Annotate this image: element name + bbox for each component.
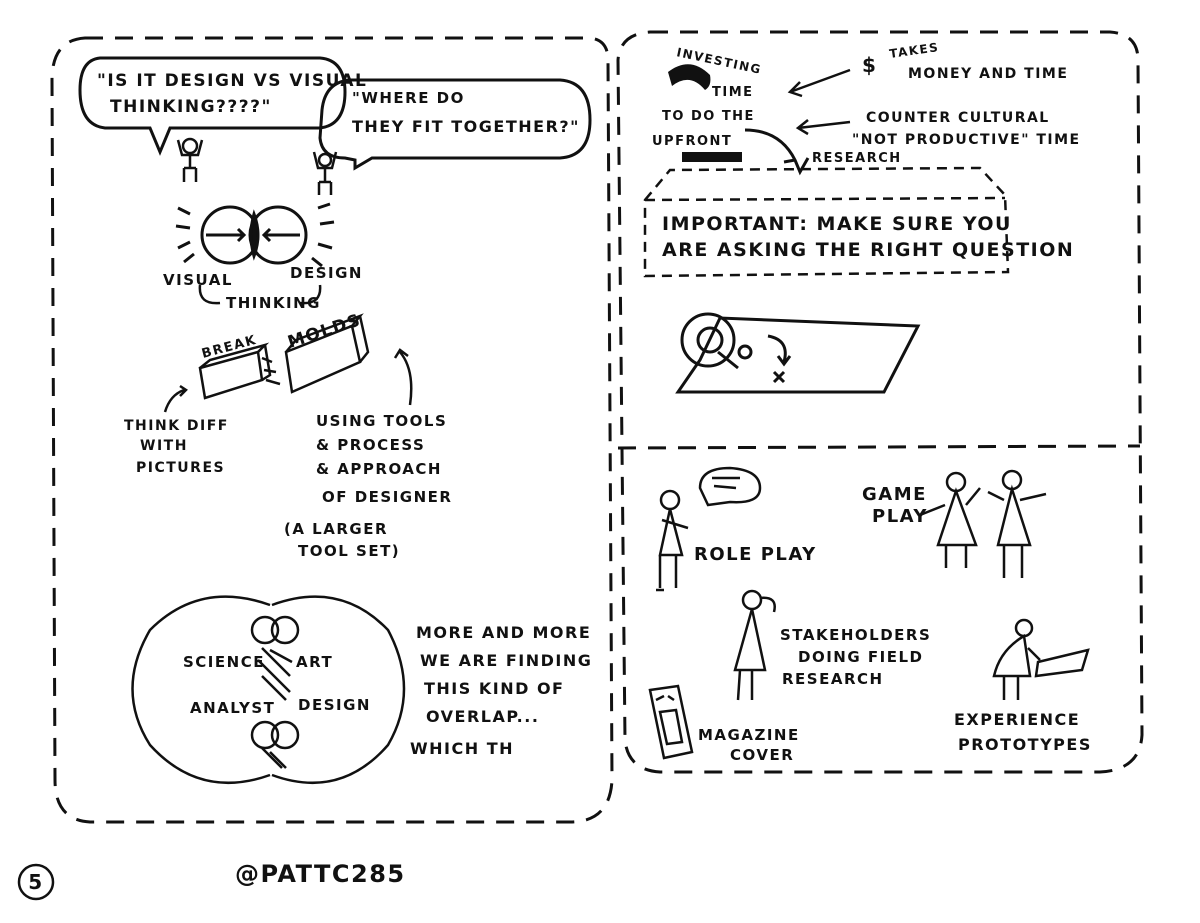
more-line1: MORE AND MORE (416, 623, 591, 642)
not-productive-label: "NOT PRODUCTIVE" TIME (852, 132, 1081, 148)
stick-figure-2-icon (312, 151, 338, 195)
bubble2-line1: "WHERE DO (352, 89, 465, 107)
author-handle: @PATTC285 (235, 860, 406, 888)
experience-line2: PROTOTYPES (958, 735, 1092, 754)
overlap-art: ART (296, 653, 333, 671)
think-diff-line3: PICTURES (136, 460, 225, 476)
upfront-label: UPFRONT (652, 134, 732, 149)
using-tools-line3: & APPROACH (316, 460, 442, 478)
more-line2: WE ARE FINDING (420, 651, 592, 670)
bubble1-line2: THINKING????" (110, 97, 272, 117)
research-arrow-icon (744, 128, 810, 176)
money-arrow-icon (787, 68, 851, 98)
time-label: TIME (712, 85, 754, 100)
left-panel-dashed-border (50, 36, 614, 824)
stakeholders-line2: DOING FIELD (798, 648, 923, 666)
prototype-figure-icon (992, 618, 1090, 700)
experience-line1: EXPERIENCE (954, 710, 1080, 729)
role-play-figure-icon (656, 466, 762, 592)
hourglass-icon (668, 64, 711, 90)
magazine-cover-icon (648, 684, 694, 760)
speech-bubble-1 (78, 56, 347, 156)
overlap-science: SCIENCE (183, 653, 265, 671)
thinking-brace (198, 284, 322, 305)
more-line5: WHICH TH (410, 739, 514, 758)
dollar-sign: $ (862, 53, 877, 77)
more-line4: OVERLAP... (426, 707, 539, 726)
stakeholders-line1: STAKEHOLDERS (780, 626, 931, 644)
venn-label-design: DESIGN (290, 264, 363, 282)
larger-toolset-line2: TOOL SET) (298, 542, 400, 560)
research-label: RESEARCH (812, 151, 902, 166)
break-label: BREAK (200, 333, 258, 362)
right-panel-dashed-border (616, 30, 1144, 774)
game-play-line2: PLAY (872, 506, 928, 527)
overlap-design: DESIGN (298, 696, 371, 714)
redacted-bar-icon (682, 152, 742, 162)
important-line2: ARE ASKING THE RIGHT QUESTION (662, 239, 1074, 261)
stakeholders-line3: RESEARCH (782, 670, 884, 688)
think-diff-line1: THINK DIFF (124, 418, 229, 434)
more-line3: THIS KIND OF (424, 679, 564, 698)
using-tools-line4: OF DESIGNER (322, 488, 452, 506)
stakeholder-figure-icon (733, 589, 776, 701)
think-diff-line2: WITH (140, 438, 188, 454)
footer: 5 @PATTC285 (17, 860, 406, 901)
using-tools-line1: USING TOOLS (316, 412, 447, 430)
left-panel: "IS IT DESIGN VS VISUAL THINKING????" "W… (50, 36, 614, 824)
money-time-label: MONEY AND TIME (908, 66, 1068, 82)
counter-cultural-label: COUNTER CULTURAL (866, 110, 1050, 126)
counter-arrow-icon (795, 119, 851, 136)
page-number: 5 (28, 870, 43, 894)
page-number-circle (17, 863, 55, 901)
using-tools-line2: & PROCESS (316, 436, 425, 454)
molds-label: MOLDS (285, 310, 364, 353)
role-play-label: ROLE PLAY (694, 544, 817, 565)
game-play-figures-icon (919, 469, 1047, 578)
discipline-overlap-icon (131, 595, 406, 785)
stick-figure-1-icon (176, 137, 204, 182)
important-dashed-box (643, 166, 1010, 278)
right-panel-divider (617, 444, 1141, 450)
to-do-the-label: TO DO THE (662, 109, 755, 124)
question-mat-icon (675, 312, 921, 394)
magazine-line2: COVER (730, 746, 794, 764)
important-line1: IMPORTANT: MAKE SURE YOU (662, 213, 1012, 235)
venn-label-visual: VISUAL (163, 271, 233, 289)
overlap-analyst: ANALYST (190, 699, 275, 717)
game-play-line1: GAME (862, 484, 927, 505)
magazine-line1: MAGAZINE (698, 726, 800, 744)
venn-label-thinking: THINKING (226, 294, 321, 312)
visual-design-venn-icon (175, 202, 335, 268)
bubble1-line1: "IS IT DESIGN VS VISUAL (97, 71, 367, 91)
break-molds-icon (163, 313, 413, 413)
takes-label: TAKES (888, 40, 940, 61)
bubble2-line2: THEY FIT TOGETHER?" (352, 117, 580, 136)
speech-bubble-2 (318, 78, 592, 171)
larger-toolset-line1: (A LARGER (284, 520, 388, 538)
right-panel: INVESTING TIME TO DO THE UPFRONT RESEARC… (616, 30, 1144, 774)
